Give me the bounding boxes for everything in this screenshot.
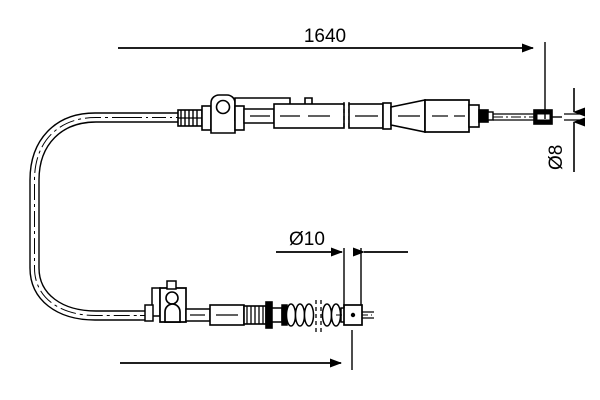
lower-spring-coils-1 bbox=[285, 303, 315, 327]
sheath-inner-edge bbox=[38, 121, 140, 312]
bracket-mounting-hole bbox=[215, 99, 231, 115]
upper-mounting-bracket bbox=[210, 94, 236, 134]
lower-tube-1 bbox=[185, 308, 211, 322]
sheath-outer-edge bbox=[29, 112, 140, 321]
dim-d10-label: Ø10 bbox=[289, 229, 325, 250]
dimension-end-diameter: Ø8 bbox=[546, 88, 585, 172]
dimension-lower-length bbox=[120, 330, 353, 370]
cable-centerline bbox=[33, 117, 140, 316]
u-bend-cable bbox=[29, 112, 140, 321]
lower-threaded-adjuster bbox=[243, 301, 288, 329]
bracket-arch-cutout bbox=[164, 303, 181, 323]
upper-sheath bbox=[128, 112, 180, 123]
upper-ferrule bbox=[177, 109, 203, 127]
lower-bracket-hole bbox=[165, 291, 179, 305]
lower-break-line bbox=[315, 300, 322, 332]
lower-sleeve bbox=[209, 304, 245, 326]
dimension-overall-length: 1640 bbox=[118, 26, 546, 119]
dim-1640-label: 1640 bbox=[304, 26, 346, 47]
upper-threaded-end bbox=[468, 104, 494, 128]
lower-end-fitting bbox=[336, 304, 372, 326]
dim-d8-label: Ø8 bbox=[546, 145, 567, 170]
upper-cylinder-body bbox=[424, 99, 470, 133]
lower-mounting-bracket bbox=[144, 280, 187, 323]
lower-spring-coils-2 bbox=[321, 303, 342, 327]
upper-tube-section-2 bbox=[348, 102, 392, 130]
upper-collar-left bbox=[201, 105, 212, 131]
upper-main-tube bbox=[243, 103, 345, 129]
bracket-top-tab bbox=[166, 280, 177, 290]
upper-end-terminal bbox=[533, 109, 562, 125]
upper-cable-assembly bbox=[128, 94, 562, 134]
dimension-sleeve-diameter: Ø10 bbox=[276, 229, 408, 308]
upper-bare-cable bbox=[493, 113, 534, 121]
upper-collar-right bbox=[234, 105, 245, 131]
